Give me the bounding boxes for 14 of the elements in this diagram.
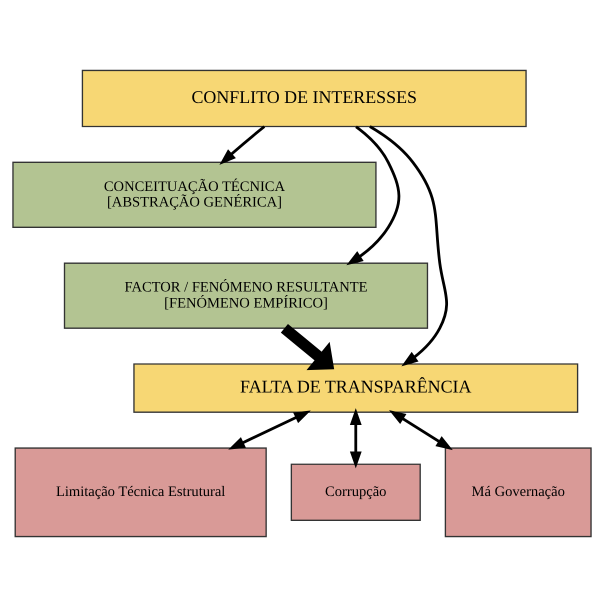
arrow — [389, 410, 453, 450]
arrow — [346, 125, 400, 265]
node-box: Limitação Técnica Estrutural — [14, 446, 267, 537]
node-box: CONFLITO DE INTERESSES — [82, 69, 527, 127]
node-box: Corrupção — [290, 463, 421, 520]
node-box: FACTOR / FENÓMENO RESULTANTE [FENÓMENO EMPÍRICO] — [64, 262, 428, 328]
arrow — [350, 408, 362, 468]
node-box: FALTA DE TRANSPARÊNCIA — [133, 362, 578, 412]
arrow — [280, 323, 334, 370]
arrow — [228, 410, 311, 450]
arrow — [219, 124, 266, 164]
arrow — [369, 124, 448, 366]
node-box: CONCEITUAÇÃO TÉCNICA [ABSTRAÇÃO GENÉRICA] — [12, 161, 377, 228]
node-box: Má Governação — [444, 446, 592, 537]
